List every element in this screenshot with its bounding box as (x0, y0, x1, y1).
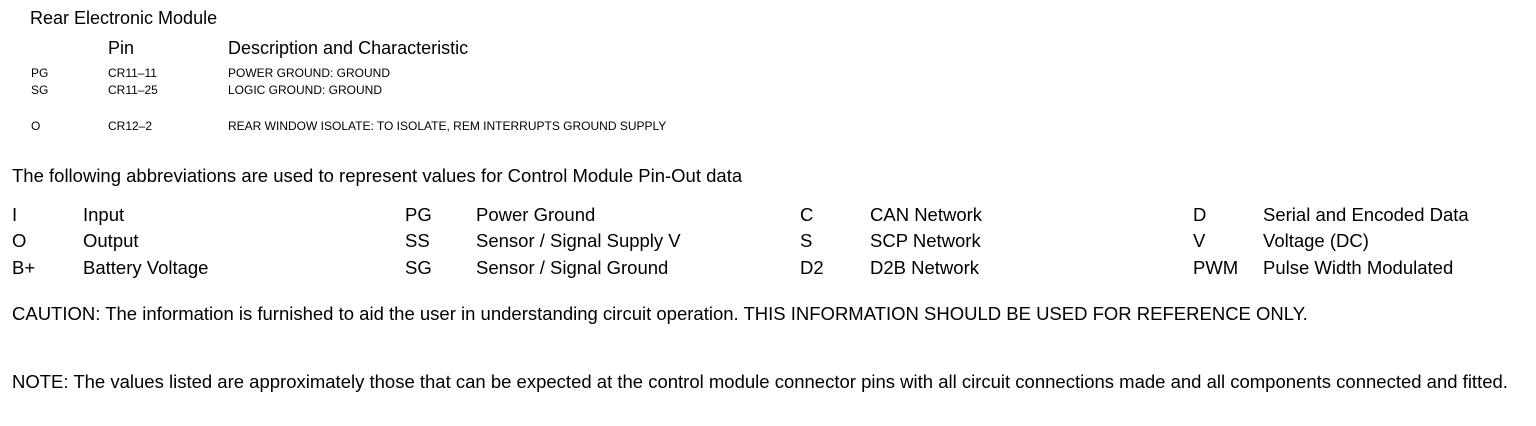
abbreviation-code: PWM (1193, 257, 1239, 278)
abbreviation-code: D (1193, 204, 1207, 225)
abbreviation-code: SS (405, 230, 430, 251)
abbreviation-meaning: Voltage (DC) (1263, 230, 1369, 251)
pin-type: SG (31, 83, 49, 97)
caution-text: CAUTION: The information is furnished to… (12, 303, 1308, 324)
abbreviation-code: PG (405, 204, 432, 225)
abbreviation-code: O (12, 230, 27, 251)
abbreviation-code: V (1193, 230, 1206, 251)
pin-type: O (31, 119, 41, 133)
pin-description: LOGIC GROUND: GROUND (228, 83, 383, 97)
abbreviation-meaning: SCP Network (870, 230, 981, 251)
pin-description: POWER GROUND: GROUND (228, 66, 390, 80)
abbreviation-meaning: Input (83, 204, 125, 225)
pin-number: CR11–25 (108, 83, 158, 97)
abbreviation-code: D2 (800, 257, 824, 278)
abbreviation-meaning: D2B Network (870, 257, 979, 278)
abbreviation-code: I (12, 204, 18, 225)
abbreviation-meaning: Battery Voltage (83, 257, 209, 278)
abbreviation-meaning: Power Ground (476, 204, 596, 225)
module-title: Rear Electronic Module (30, 8, 218, 28)
pin-number: CR12–2 (108, 119, 153, 133)
abbreviation-meaning: Pulse Width Modulated (1263, 257, 1454, 278)
abbreviation-code: SG (405, 257, 432, 278)
pin-type: PG (31, 66, 49, 80)
pin-description: REAR WINDOW ISOLATE: TO ISOLATE, REM INT… (228, 119, 667, 133)
abbreviation-meaning: Sensor / Signal Ground (476, 257, 669, 278)
abbreviation-code: C (800, 204, 814, 225)
abbreviation-meaning: Serial and Encoded Data (1263, 204, 1469, 225)
abbreviation-code: B+ (12, 257, 36, 278)
abbreviation-code: S (800, 230, 813, 251)
abbreviations-intro: The following abbreviations are used to … (12, 165, 743, 186)
abbreviation-meaning: Output (83, 230, 139, 251)
abbreviation-meaning: CAN Network (870, 204, 983, 225)
description-column-header: Description and Characteristic (228, 38, 469, 58)
abbreviation-meaning: Sensor / Signal Supply V (476, 230, 681, 251)
pin-column-header: Pin (108, 38, 135, 58)
note-text: NOTE: The values listed are approximatel… (12, 371, 1508, 392)
pin-number: CR11–11 (108, 66, 157, 80)
